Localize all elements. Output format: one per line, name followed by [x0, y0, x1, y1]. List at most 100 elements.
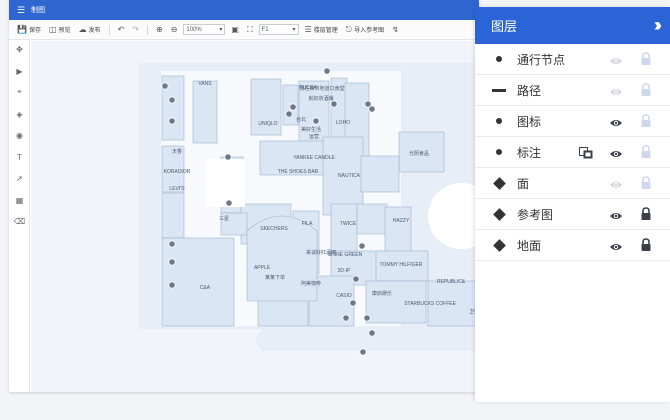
- eraser-tool-icon[interactable]: ⌫: [13, 216, 26, 226]
- poi-marker-icon[interactable]: [161, 82, 169, 90]
- floor-plan[interactable]: VANSPUCCA我在西市地道口食堂就好京酒铺UNIQLO台北美好生活LOHO运…: [31, 41, 479, 392]
- shop-polygon[interactable]: [375, 250, 429, 282]
- shop-polygon[interactable]: [384, 206, 412, 253]
- shop-label: APPLE: [254, 265, 271, 271]
- drawing-toolbar: ✥ ▶ ⌖ ◈ ◉ T ➚ ▦ ⌫: [9, 40, 30, 392]
- shop-polygon[interactable]: [250, 78, 282, 136]
- floor-select[interactable]: F1 ▾: [258, 24, 299, 35]
- move-tool-icon[interactable]: ✥: [16, 44, 23, 54]
- poi-marker-icon[interactable]: [323, 67, 331, 75]
- zoom-out-icon[interactable]: ⊖: [170, 24, 178, 34]
- collapse-panel-icon[interactable]: ››: [654, 15, 662, 35]
- layer-row[interactable]: 通行节点: [475, 44, 670, 75]
- poi-marker-icon[interactable]: [342, 314, 350, 322]
- shop-polygon[interactable]: [246, 215, 318, 302]
- shape-tool-icon[interactable]: ◈: [16, 109, 23, 119]
- shop-label: THE SHOES BAR: [278, 169, 319, 175]
- shop-label: NAUTICA: [338, 173, 361, 179]
- visibility-eye-icon[interactable]: [609, 115, 623, 133]
- save-button[interactable]: 💾 保存: [15, 25, 43, 34]
- poi-marker-icon[interactable]: [359, 348, 367, 356]
- layer-row[interactable]: 图标: [475, 106, 670, 137]
- shop-polygon[interactable]: [192, 80, 218, 144]
- fullscreen-icon[interactable]: ⛶: [246, 24, 253, 34]
- visibility-eye-icon[interactable]: [609, 146, 623, 164]
- visibility-eye-icon[interactable]: [609, 177, 623, 195]
- poi-marker-icon[interactable]: [363, 314, 371, 322]
- shop-polygon[interactable]: [161, 237, 235, 327]
- hamburger-menu-icon[interactable]: ☰: [17, 4, 26, 15]
- shop-polygon[interactable]: [330, 203, 358, 253]
- shop-label: 美好生活: [301, 126, 321, 133]
- layer-name: 图标: [517, 114, 542, 129]
- poi-marker-icon[interactable]: [168, 240, 176, 248]
- poi-marker-icon[interactable]: [224, 153, 232, 161]
- box-tool-icon[interactable]: ▦: [15, 195, 24, 205]
- shop-polygon[interactable]: [356, 203, 388, 235]
- poi-marker-icon[interactable]: [168, 96, 176, 104]
- shop-polygon[interactable]: [427, 280, 477, 327]
- undo-icon[interactable]: ↶: [117, 24, 125, 34]
- poi-marker-icon[interactable]: [330, 100, 338, 108]
- toolbar-divider: [146, 24, 148, 35]
- layers-panel-title: 图层: [491, 19, 518, 34]
- fit-view-icon[interactable]: ▣: [231, 24, 239, 34]
- floor-manage-button[interactable]: ☰ 楼层管理: [303, 25, 340, 34]
- shop-polygon[interactable]: [161, 192, 185, 239]
- shop-polygon[interactable]: [360, 155, 400, 193]
- poi-marker-icon[interactable]: [168, 258, 176, 266]
- lock-icon[interactable]: [640, 114, 652, 133]
- zoom-in-icon[interactable]: ⊕: [155, 24, 163, 34]
- poi-marker-icon[interactable]: [358, 242, 366, 250]
- shop-polygon[interactable]: [398, 131, 445, 173]
- poi-marker-icon[interactable]: [168, 281, 176, 289]
- layer-row[interactable]: 标注: [475, 137, 670, 168]
- floor-value: F1: [261, 26, 269, 33]
- shop-polygon[interactable]: [161, 75, 185, 141]
- lock-icon[interactable]: [640, 83, 652, 102]
- import-reference-button[interactable]: ⎋ 导入参考图: [344, 25, 386, 34]
- polygon-tool-icon[interactable]: ⌖: [17, 87, 22, 96]
- visibility-eye-icon[interactable]: [609, 208, 623, 226]
- layer-row[interactable]: 地面: [475, 230, 670, 261]
- shop-polygon[interactable]: [298, 80, 330, 144]
- poi-marker-icon[interactable]: [168, 117, 176, 125]
- visibility-eye-icon[interactable]: [609, 239, 623, 257]
- poi-marker-icon[interactable]: [289, 103, 297, 111]
- select-tool-icon[interactable]: ▶: [16, 66, 23, 76]
- shop-label: 运营: [309, 133, 319, 140]
- visibility-eye-icon[interactable]: [609, 84, 623, 102]
- line-tool-icon[interactable]: ➚: [16, 173, 23, 183]
- poi-marker-icon[interactable]: [285, 110, 293, 118]
- poi-marker-icon[interactable]: [225, 199, 233, 207]
- shop-polygon[interactable]: [322, 136, 364, 216]
- publish-button[interactable]: ☁ 发布: [77, 25, 103, 34]
- poi-marker-icon[interactable]: [364, 100, 372, 108]
- poi-marker-icon[interactable]: [312, 117, 320, 125]
- poi-marker-icon[interactable]: [349, 299, 357, 307]
- poi-marker-icon[interactable]: [352, 275, 360, 283]
- layer-row[interactable]: 路径: [475, 75, 670, 106]
- shop-label: 就好京酒铺: [308, 95, 333, 102]
- poi-marker-icon[interactable]: [368, 329, 376, 337]
- lock-icon[interactable]: [640, 52, 652, 71]
- shop-polygon[interactable]: [161, 145, 185, 193]
- lock-icon[interactable]: [640, 145, 652, 164]
- lock-icon[interactable]: [640, 207, 652, 226]
- layer-row[interactable]: 面: [475, 168, 670, 199]
- visibility-eye-icon[interactable]: [609, 53, 623, 71]
- shop-polygon[interactable]: [365, 280, 427, 324]
- poi-marker-icon[interactable]: [368, 105, 376, 113]
- preview-button[interactable]: ◫ 预览: [47, 25, 73, 34]
- layer-row[interactable]: 参考图: [475, 199, 670, 230]
- shop-polygon[interactable]: [220, 212, 248, 236]
- text-tool-icon[interactable]: T: [17, 152, 22, 162]
- redo-icon[interactable]: ↷: [132, 24, 139, 34]
- zoom-select[interactable]: 100% ▾: [183, 24, 226, 35]
- lock-icon[interactable]: [640, 176, 652, 195]
- tool-overflow-icon[interactable]: ↯: [392, 24, 399, 34]
- point-tool-icon[interactable]: ◉: [16, 130, 23, 140]
- layer-settings-icon[interactable]: [579, 146, 593, 164]
- lock-icon[interactable]: [640, 238, 652, 257]
